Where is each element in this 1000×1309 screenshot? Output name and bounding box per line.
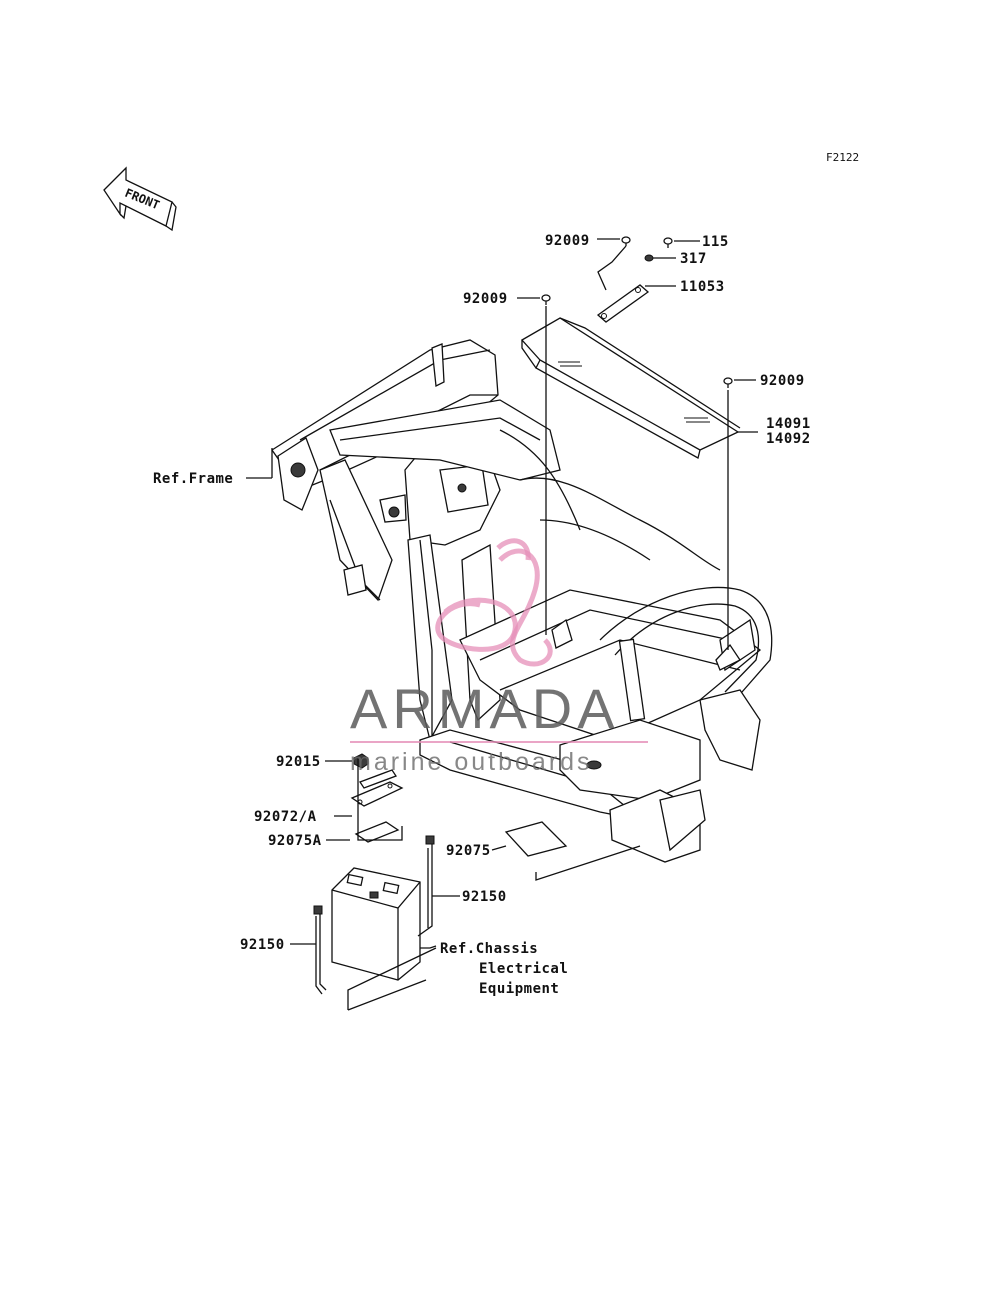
washer-317: [644, 254, 654, 262]
label-92072A: 92072/A: [254, 809, 317, 825]
label-equipment: Equipment: [479, 981, 559, 997]
leader-lines: [246, 238, 758, 1011]
label-92009-right: 92009: [760, 373, 805, 389]
label-317: 317: [680, 251, 707, 267]
label-92009-top: 92009: [545, 233, 590, 249]
label-electrical: Electrical: [479, 961, 568, 977]
label-92009-mid: 92009: [463, 291, 508, 307]
label-115: 115: [702, 234, 729, 250]
label-11053: 11053: [680, 279, 725, 295]
part-labels: 92009 115 317 92009 11053 92009 14091 14…: [153, 233, 811, 997]
watermark-brand: ARMADA: [350, 677, 620, 740]
label-92150-right: 92150: [462, 889, 507, 905]
bolt-92009-right: [723, 377, 733, 388]
label-92075A: 92075A: [268, 833, 322, 849]
watermark-logo-icon: [435, 538, 553, 667]
label-92150-left: 92150: [240, 937, 285, 953]
label-92075: 92075: [446, 843, 491, 859]
label-14092: 14092: [766, 431, 811, 447]
bolt-92009-mid: [541, 294, 551, 305]
label-ref-chassis: Ref.Chassis: [440, 941, 538, 957]
cover-plate-14091: [520, 317, 741, 459]
label-92015: 92015: [276, 754, 321, 770]
watermark-tagline: marine outboards: [350, 748, 593, 776]
bracket-11053: [596, 284, 650, 323]
label-14091: 14091: [766, 416, 811, 432]
watermark: ARMADA marine outboards: [350, 538, 648, 776]
front-direction-arrow: FRONT: [103, 166, 177, 232]
bolt-92009-top: [621, 236, 631, 246]
figure-code: F2122: [826, 151, 859, 164]
frame-drawing: [271, 339, 773, 863]
label-ref-frame: Ref.Frame: [153, 471, 233, 487]
bolt-115: [663, 237, 673, 248]
